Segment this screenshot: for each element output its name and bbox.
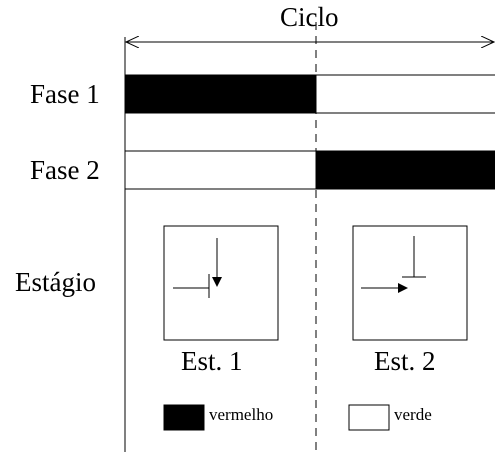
- fase-2-label: Fase 2: [30, 155, 100, 185]
- legend-red-label: vermelho: [209, 405, 274, 424]
- stage-2-box: [352, 225, 468, 341]
- legend-green-swatch: [348, 404, 390, 431]
- fase-1-red-segment: [124, 74, 317, 114]
- legend-green-label: verde: [394, 405, 432, 424]
- stage-row-label: Estágio: [15, 267, 96, 297]
- stage-2-label: Est. 2: [374, 346, 436, 376]
- cycle-label: Ciclo: [280, 2, 339, 32]
- fase-1-label: Fase 1: [30, 79, 100, 109]
- stage-1-box: [163, 225, 279, 341]
- legend-red-swatch: [163, 404, 205, 431]
- fase-2-red-segment: [315, 150, 495, 190]
- stage-1-label: Est. 1: [181, 346, 243, 376]
